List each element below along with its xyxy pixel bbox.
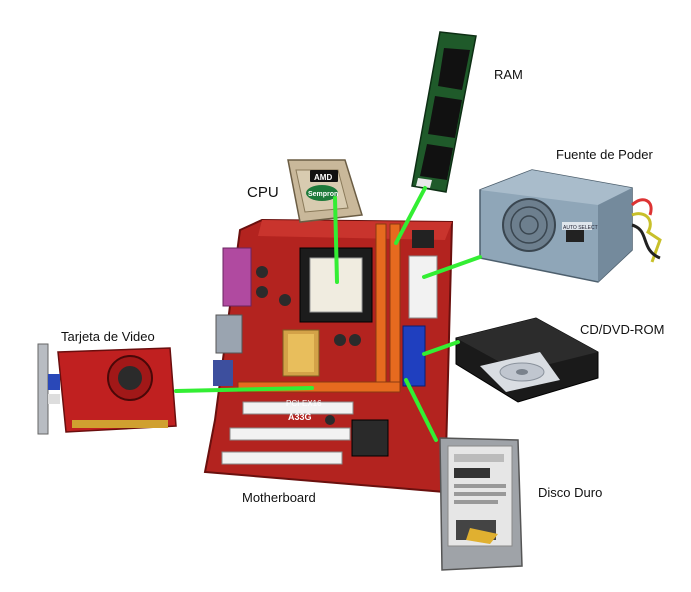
line-psu	[422, 255, 482, 279]
motherboard: PCI-EX16 A33G	[203, 218, 454, 494]
video-card	[37, 343, 177, 435]
label-cpu: CPU	[247, 184, 279, 201]
cpu-model-text: Sempron	[308, 191, 338, 198]
label-optical-drive: CD/DVD-ROM	[580, 322, 665, 337]
optical-drive	[455, 317, 599, 403]
label-hard-drive: Disco Duro	[538, 485, 603, 500]
line-cdrom	[422, 340, 460, 356]
cpu-brand-text: AMD	[314, 173, 332, 182]
psu-switch-text: AUTO SELECT	[563, 225, 598, 231]
line-cpu	[333, 196, 339, 284]
cpu-chip: AMD Sempron	[287, 159, 363, 223]
ram-stick	[411, 31, 477, 193]
power-supply: AUTO SELECT	[479, 169, 662, 283]
hard-drive	[439, 437, 523, 571]
line-hdd	[404, 378, 438, 442]
label-video-card: Tarjeta de Video	[61, 329, 155, 344]
label-ram: RAM	[494, 67, 523, 82]
label-motherboard: Motherboard	[242, 490, 316, 505]
label-power-supply: Fuente de Poder	[556, 147, 653, 162]
connector-lines	[174, 186, 482, 442]
line-video	[174, 386, 314, 393]
line-ram	[394, 186, 427, 245]
board-model-text: A33G	[288, 412, 312, 422]
board-slot-text: PCI-EX16	[286, 399, 322, 408]
